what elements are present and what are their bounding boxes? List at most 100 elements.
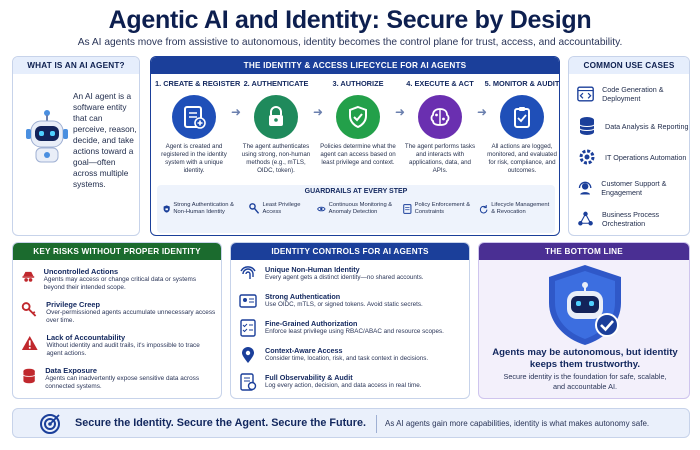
bottom-line-panel: THE BOTTOM LINE Agents may be autonomous… [478, 242, 690, 399]
brain-icon [418, 95, 462, 139]
id-card-icon [172, 95, 216, 139]
guardrail-label: Policy Enforcement & Constraints [414, 202, 471, 216]
bottom-line-sub: Secure identity is the foundation for sa… [503, 372, 667, 391]
footer-sub: As AI agents gain more capabilities, ide… [385, 419, 650, 428]
control-desc: Log every action, decision, and data acc… [265, 382, 422, 389]
code-window-icon [577, 86, 594, 102]
guardrail-label: Strong Authentication & Non-Human Identi… [173, 202, 234, 216]
guardrail-label: Continuous Monitoring & Anomaly Detectio… [328, 202, 393, 216]
key-icon [249, 203, 260, 215]
control-desc: Consider time, location, risk, and task … [265, 355, 429, 362]
arrow-icon: ➜ [313, 105, 324, 119]
control-desc: Enforce least privilege using RBAC/ABAC … [265, 328, 444, 335]
lifecycle-heading: THE IDENTITY & ACCESS LIFECYCLE FOR AI A… [151, 57, 559, 74]
location-icon [242, 347, 254, 363]
guardrail-item: Lifecycle Management & Revocation [479, 202, 553, 216]
footer-main: Secure the Identity. Secure the Agent. S… [75, 417, 366, 429]
fingerprint-icon [240, 266, 256, 279]
lock-icon [254, 95, 298, 139]
use-case-item: Data Analysis & Reporting [577, 116, 689, 136]
network-icon [578, 211, 593, 226]
risk-item: Privilege Creep Over-permissioned agents… [21, 300, 217, 325]
use-case-item: Business Process Orchestration [577, 209, 689, 229]
spy-icon [22, 271, 35, 282]
risk-title: Lack of Accountability [46, 333, 126, 342]
robot-icon [26, 110, 68, 163]
database-icon [23, 368, 36, 384]
use-case-label: Code Generation & Deployment [602, 85, 664, 103]
arrow-icon: ➜ [477, 105, 488, 119]
risk-title: Privilege Creep [46, 300, 100, 309]
guardrail-item: Strong Authentication & Non-Human Identi… [163, 202, 243, 216]
clipboard-icon [500, 95, 544, 139]
policy-icon [403, 204, 412, 215]
use-case-label: Business Process Orchestration [602, 210, 660, 228]
risk-item: Data Exposure Agents can inadvertently e… [21, 366, 217, 391]
arrow-icon: ➜ [231, 105, 242, 119]
what-is-agent-heading: WHAT IS AN AI AGENT? [13, 57, 139, 74]
control-item: Context-Aware Access Consider time, loca… [239, 346, 467, 364]
bottom-line-main: Agents may be autonomous, but identity k… [492, 347, 678, 370]
control-title: Strong Authentication [265, 292, 341, 301]
step-desc: Agent is created and registered in the i… [161, 143, 227, 174]
lifecycle-step-create: 1. CREATE & REGISTER Agent is created an… [155, 79, 241, 175]
guardrail-item: Least Privilege Access [249, 202, 313, 216]
control-item: Strong Authentication Use OIDC, mTLS, or… [239, 292, 467, 310]
risk-desc: Without identity and audit trails, it's … [46, 342, 200, 357]
guardrail-item: Policy Enforcement & Constraints [403, 202, 477, 216]
risk-item: Uncontrolled Actions Agents may access o… [21, 267, 217, 292]
risk-desc: Agents may access or change critical dat… [43, 276, 197, 291]
shield-lock-icon [163, 205, 170, 213]
robot-shield-icon [549, 265, 621, 345]
what-is-agent-text: An AI agent is a software entity that ca… [73, 91, 137, 189]
risks-heading: KEY RISKS WITHOUT PROPER IDENTITY CONTRO… [13, 243, 221, 273]
step-title: 2. AUTHENTICATE [243, 79, 309, 88]
target-icon [40, 414, 60, 434]
key-icon [21, 302, 37, 317]
guardrail-label: Least Privilege Access [262, 202, 301, 216]
step-desc: The agent authenticates using strong, no… [241, 143, 311, 174]
control-item: Unique Non-Human Identity Every agent ge… [239, 265, 467, 283]
step-desc: Policies determine what the agent can ac… [320, 143, 396, 166]
lifecycle-step-execute: 4. EXECUTE & ACT The agent performs task… [401, 79, 479, 175]
use-case-label: Customer Support & Engagement [601, 179, 667, 197]
controls-panel: IDENTITY CONTROLS FOR AI AGENTS Unique N… [230, 242, 470, 399]
guardrail-label: Lifecycle Management & Revocation [491, 202, 550, 216]
risk-title: Data Exposure [45, 366, 97, 375]
risk-desc: Agents can inadvertently expose sensitiv… [45, 375, 200, 390]
control-item: Fine-Grained Authorization Enforce least… [239, 319, 467, 337]
footer-divider [376, 415, 377, 433]
use-case-item: Customer Support & Engagement [577, 178, 689, 198]
control-desc: Every agent gets a distinct identity—no … [265, 274, 424, 281]
control-title: Fine-Grained Authorization [265, 319, 358, 328]
bottom-line-heading: THE BOTTOM LINE [479, 243, 689, 260]
risk-title: Uncontrolled Actions [43, 267, 119, 276]
step-title: 1. CREATE & REGISTER [155, 79, 241, 88]
lifecycle-step-authenticate: 2. AUTHENTICATE The agent authenticates … [237, 79, 315, 175]
warning-icon [21, 336, 38, 350]
use-case-item: IT Operations Automation [577, 147, 686, 167]
use-case-item: Code Generation & Deployment [577, 85, 689, 103]
refresh-icon [479, 205, 488, 214]
page-title: Agentic AI and Identity: Secure by Desig… [108, 6, 592, 34]
risk-item: Lack of Accountability Without identity … [21, 333, 217, 358]
guardrail-item: Continuous Monitoring & Anomaly Detectio… [317, 202, 399, 216]
shield-check-icon [336, 95, 380, 139]
step-desc: All actions are logged, monitored, and e… [487, 143, 557, 174]
page-subtitle: As AI agents move from assistive to auto… [77, 37, 623, 48]
lifecycle-step-monitor: 5. MONITOR & AUDIT All actions are logge… [483, 79, 560, 175]
footer-banner: Secure the Identity. Secure the Agent. S… [12, 408, 690, 438]
risks-panel: KEY RISKS WITHOUT PROPER IDENTITY CONTRO… [12, 242, 222, 399]
step-desc: The agent performs tasks and interacts w… [404, 143, 476, 174]
lifecycle-step-authorize: 3. AUTHORIZE Policies determine what the… [319, 79, 397, 167]
eye-icon [317, 206, 326, 212]
step-title: 5. MONITOR & AUDIT [484, 79, 560, 88]
step-title: 3. AUTHORIZE [332, 79, 384, 88]
use-case-label: Data Analysis & Reporting [605, 121, 689, 131]
log-icon [240, 373, 257, 391]
what-is-agent-panel: WHAT IS AN AI AGENT? An AI agent is a so… [12, 56, 140, 236]
risk-desc: Over-permissioned agents accumulate unne… [46, 309, 216, 324]
guardrails-title: GUARDRAILS AT EVERY STEP [304, 188, 408, 195]
controls-heading: IDENTITY CONTROLS FOR AI AGENTS [231, 243, 469, 260]
gear-icon [579, 149, 595, 165]
